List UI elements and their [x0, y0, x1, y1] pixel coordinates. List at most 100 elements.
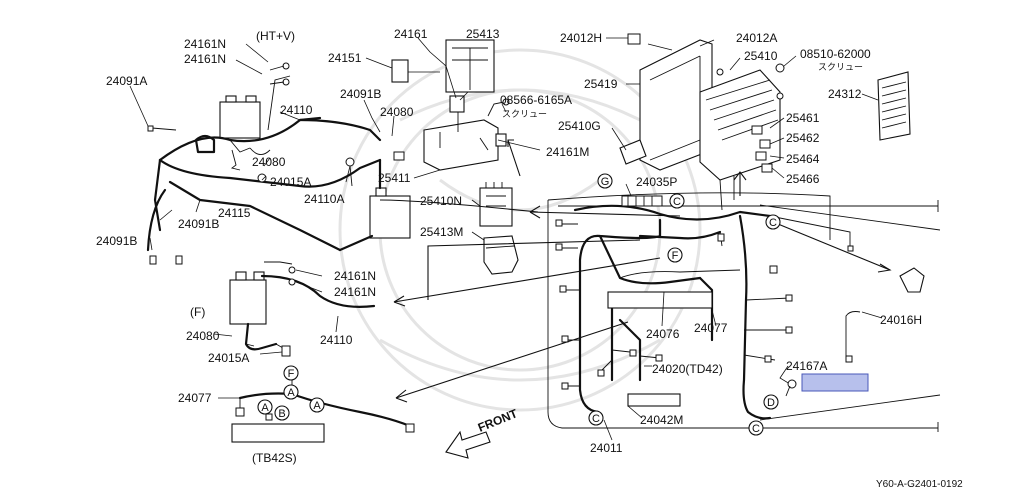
vehicle-engine-bay-outline: [547, 192, 941, 432]
label-screw-08510: スクリュー: [818, 62, 863, 72]
marker-c-right: [765, 214, 781, 230]
battery-24110a-group: [338, 151, 411, 252]
connector-24016h: [899, 267, 925, 293]
marker-f-main-text: F: [672, 250, 679, 262]
label-24091b-left: 24091B: [178, 217, 219, 231]
connectors-25410n-25413m: [479, 182, 519, 275]
harness-branch-24016h: [845, 311, 861, 356]
marker-c-top-text: C: [673, 196, 681, 208]
label-24016h: 24016H: [880, 313, 922, 327]
marker-b: [274, 405, 290, 421]
label-24161n-b: 24161N: [184, 52, 226, 66]
label-24076: 24076: [646, 327, 680, 341]
label-25413m: 25413M: [420, 225, 463, 239]
battery-cable-assembly-top: [146, 62, 382, 265]
fuse-box-assembly: [619, 33, 785, 211]
label-24012h: 24012H: [560, 31, 602, 45]
tb42s-label-block: [231, 423, 325, 443]
harness-label-block-lower: [627, 393, 681, 407]
label-24161n-a: 24161N: [184, 37, 226, 51]
label-24161n-d: 24161N: [334, 285, 376, 299]
front-label: FRONT: [476, 406, 520, 435]
label-25466: 25466: [786, 172, 820, 186]
marker-a-3: [309, 397, 325, 413]
label-24091b-top: 24091B: [340, 87, 381, 101]
marker-c-lower-right-text: C: [752, 423, 760, 435]
label-08566: 08566-6165A: [500, 93, 572, 107]
main-harness-24011: [555, 204, 854, 420]
label-08510: 08510-62000: [800, 47, 871, 61]
note-tb42s: (TB42S): [252, 451, 297, 465]
label-24115: 24115: [218, 206, 251, 220]
front-direction-indicator: FRONT: [445, 406, 520, 459]
label-25411: 25411: [378, 171, 411, 185]
marker-a-2-text: A: [261, 402, 269, 414]
marker-a-1-text: A: [287, 387, 295, 399]
marker-g-text: G: [601, 176, 610, 188]
marker-c-bottom: [588, 410, 604, 426]
label-24015a-top: 24015A: [270, 175, 311, 189]
label-24161m: 24161M: [546, 145, 589, 159]
label-25410n: 25410N: [420, 194, 462, 208]
label-25461: 25461: [786, 111, 820, 125]
label-24020: 24020(TD42): [652, 362, 723, 376]
note-f: (F): [190, 305, 205, 319]
marker-c-top: [669, 193, 685, 209]
label-25462: 25462: [786, 131, 820, 145]
marker-c-lower-right: [748, 420, 764, 436]
label-25410: 25410: [744, 49, 778, 63]
relay-bracket-assembly: [391, 39, 510, 171]
fasteners-24167a-24014a: [785, 379, 797, 397]
label-24015a-low: 24015A: [208, 351, 249, 365]
grille-part-24312: [877, 71, 911, 141]
label-24011: 24011: [590, 441, 623, 455]
label-24161n-c: 24161N: [334, 269, 376, 283]
marker-c-right-text: C: [769, 217, 777, 229]
marker-b-text: B: [278, 408, 285, 420]
callout-arrows: [379, 139, 892, 403]
label-24042m: 24042M: [640, 413, 683, 427]
marker-f-left: [283, 365, 299, 381]
connector-end-24016h-branch: [845, 355, 853, 363]
marker-d: [763, 394, 779, 410]
part-leader-lines: [129, 37, 883, 441]
diagram-id-code: Y60-A-G2401-0192: [876, 479, 963, 490]
label-24167a: 24167A: [786, 359, 827, 373]
battery-cable-assembly-f: [229, 261, 376, 357]
label-24035p: 24035P: [636, 175, 677, 189]
label-24151: 24151: [328, 51, 362, 65]
marker-c-bottom-text: C: [592, 413, 600, 425]
marker-d-text: D: [767, 397, 775, 409]
label-24110-low: 24110: [320, 333, 353, 347]
harness-label-block-upper: [607, 291, 713, 309]
marker-f-left-text: F: [288, 368, 295, 380]
label-25464: 25464: [786, 152, 820, 166]
label-24091b-left2: 24091B: [96, 234, 137, 248]
label-24080-mid: 24080: [252, 155, 286, 169]
label-24091a: 24091A: [106, 74, 147, 88]
marker-a-3-text: A: [313, 400, 321, 412]
label-25413: 25413: [466, 27, 500, 41]
label-25419: 25419: [584, 77, 618, 91]
marker-g: [597, 173, 613, 189]
label-24312: 24312: [828, 87, 862, 101]
label-24012a: 24012A: [736, 31, 777, 45]
label-24077-low: 24077: [178, 391, 212, 405]
marker-f-main: [667, 247, 683, 263]
label-screw-08566: スクリュー: [502, 109, 547, 119]
part-labels: (HT+V) 24161N 24161N 24091A 24161 25413 …: [96, 27, 963, 490]
circle-markers: G C C F C D C F A A B A: [257, 173, 781, 436]
marker-a-1: [283, 384, 299, 400]
highlight-24014a: [801, 373, 869, 392]
label-24080-low: 24080: [186, 329, 220, 343]
label-24110-top: 24110: [280, 103, 313, 117]
label-24161-top: 24161: [394, 27, 428, 41]
note-htv: (HT+V): [256, 29, 295, 43]
marker-a-2: [257, 399, 273, 415]
label-25410g: 25410G: [558, 119, 601, 133]
label-24110a: 24110A: [304, 192, 344, 206]
label-24077-mid: 24077: [694, 321, 728, 335]
label-24080-top: 24080: [380, 105, 414, 119]
connector-24035p: [621, 195, 663, 207]
